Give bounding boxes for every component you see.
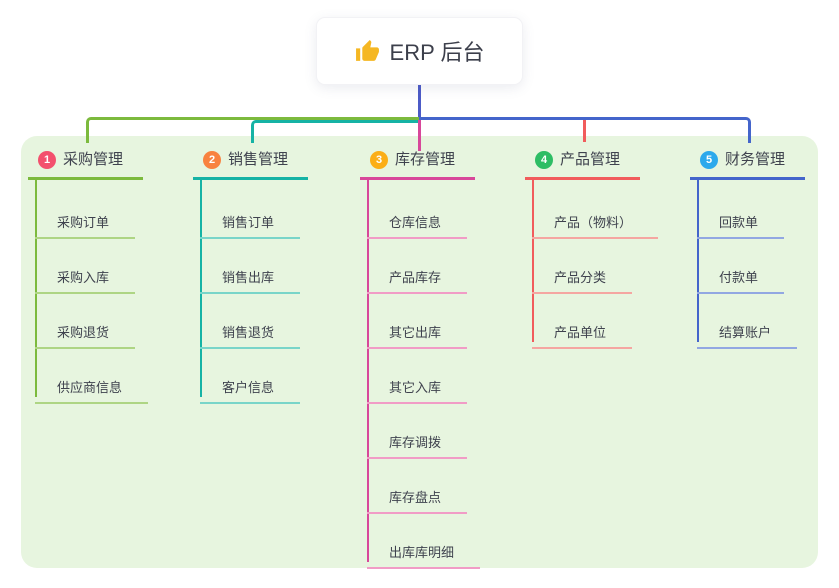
branch-node-3[interactable]: 3 库存管理 [360, 149, 476, 180]
child-label: 出库库明细 [389, 545, 455, 560]
branch-2-connector [251, 120, 420, 143]
branch-label: 财务管理 [725, 151, 786, 168]
branch-5-connector [419, 117, 751, 143]
child-label: 采购退货 [57, 325, 110, 340]
branch-node-5[interactable]: 5 财务管理 [690, 149, 806, 180]
thumbs-up-icon [355, 39, 380, 64]
child-label: 客户信息 [222, 380, 275, 395]
child-label: 产品单位 [554, 325, 607, 340]
branch-number-badge: 5 [700, 150, 718, 169]
branch-spine-4 [532, 180, 534, 342]
child-label: 产品库存 [389, 270, 442, 285]
child-node[interactable]: 回款单 [697, 201, 785, 239]
root-connector-line [418, 85, 421, 118]
child-label: 库存调拨 [389, 435, 442, 450]
child-node[interactable]: 付款单 [697, 256, 785, 294]
child-node[interactable]: 客户信息 [200, 366, 301, 404]
child-label: 其它出库 [389, 325, 442, 340]
child-label: 销售出库 [222, 270, 275, 285]
child-node[interactable]: 采购订单 [35, 201, 136, 239]
child-label: 采购入库 [57, 270, 110, 285]
branch-3-connector [418, 120, 421, 151]
child-label: 销售退货 [222, 325, 275, 340]
child-node[interactable]: 仓库信息 [367, 201, 468, 239]
child-label: 其它入库 [389, 380, 442, 395]
branch-spine-1 [35, 180, 37, 397]
child-node[interactable]: 库存调拨 [367, 421, 468, 459]
child-label: 结算账户 [719, 325, 772, 340]
child-label: 库存盘点 [389, 490, 442, 505]
child-node[interactable]: 产品分类 [532, 256, 633, 294]
child-node[interactable]: 销售退货 [200, 311, 301, 349]
branch-number-badge: 3 [370, 150, 388, 169]
branch-node-2[interactable]: 2 销售管理 [193, 149, 309, 180]
child-node[interactable]: 产品（物料） [532, 201, 659, 239]
root-title: ERP 后台 [389, 40, 485, 65]
child-label: 产品（物料） [554, 215, 633, 230]
branch-number-badge: 4 [535, 150, 553, 169]
child-node[interactable]: 供应商信息 [35, 366, 149, 404]
branch-spine-5 [697, 180, 699, 342]
child-node[interactable]: 采购入库 [35, 256, 136, 294]
branch-label: 产品管理 [560, 151, 621, 168]
child-label: 产品分类 [554, 270, 607, 285]
branch-4-connector [583, 120, 586, 142]
child-node[interactable]: 销售订单 [200, 201, 301, 239]
branches-panel [21, 136, 818, 568]
child-label: 采购订单 [57, 215, 110, 230]
child-node[interactable]: 库存盘点 [367, 476, 468, 514]
child-node[interactable]: 其它出库 [367, 311, 468, 349]
branch-label: 采购管理 [63, 151, 124, 168]
branch-spine-2 [200, 180, 202, 397]
branch-1-connector [86, 117, 420, 143]
child-node[interactable]: 结算账户 [697, 311, 798, 349]
child-label: 仓库信息 [389, 215, 442, 230]
child-node[interactable]: 采购退货 [35, 311, 136, 349]
child-node[interactable]: 其它入库 [367, 366, 468, 404]
branch-node-4[interactable]: 4 产品管理 [525, 149, 641, 180]
branch-label: 库存管理 [395, 151, 456, 168]
child-node[interactable]: 销售出库 [200, 256, 301, 294]
branch-spine-3 [367, 180, 369, 562]
child-node[interactable]: 产品单位 [532, 311, 633, 349]
child-label: 供应商信息 [57, 380, 123, 395]
branch-number-badge: 2 [203, 150, 221, 169]
child-label: 回款单 [719, 215, 759, 230]
child-node[interactable]: 出库库明细 [367, 531, 481, 569]
branch-label: 销售管理 [228, 151, 289, 168]
root-node-erp[interactable]: ERP 后台 [316, 17, 523, 85]
child-label: 付款单 [719, 270, 759, 285]
child-label: 销售订单 [222, 215, 275, 230]
branch-number-badge: 1 [38, 150, 56, 169]
child-node[interactable]: 产品库存 [367, 256, 468, 294]
branch-node-1[interactable]: 1 采购管理 [28, 149, 144, 180]
